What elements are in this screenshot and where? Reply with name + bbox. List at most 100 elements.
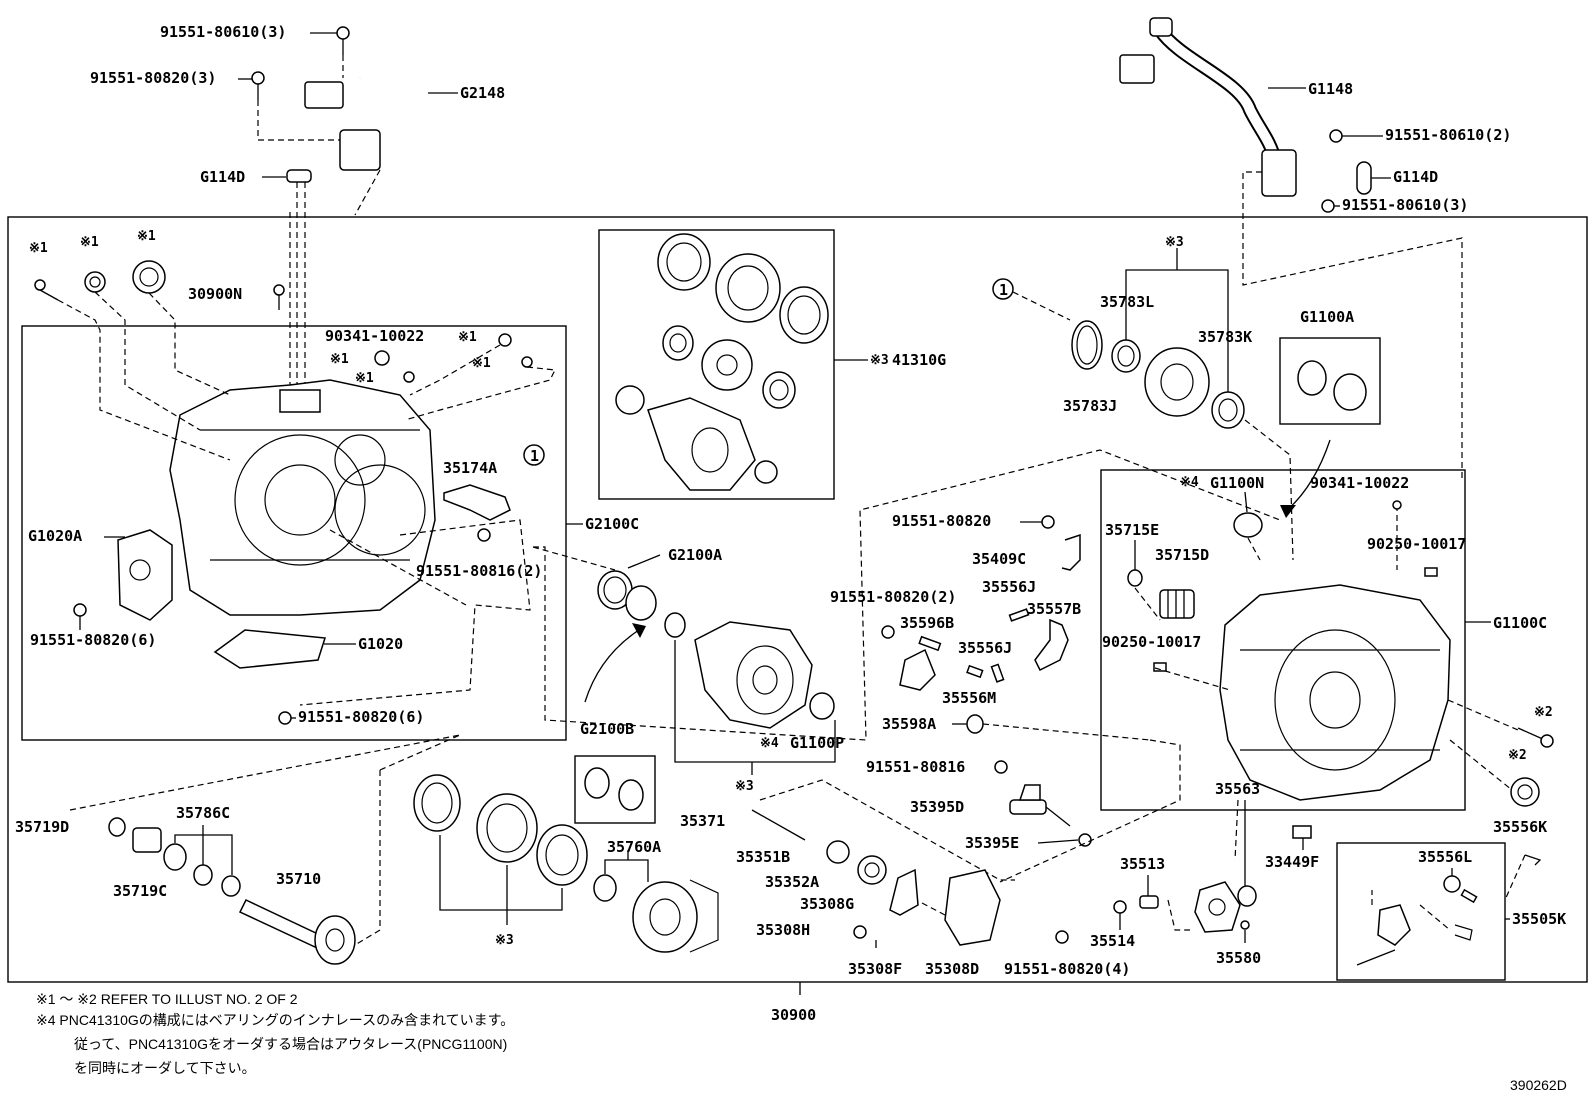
note-mark-2a: ※2 (1534, 705, 1553, 720)
label-30900: 30900 (771, 1006, 816, 1024)
solenoid-35580 (1194, 881, 1250, 933)
ref-circle-label: 1 (530, 447, 539, 465)
label-g2100a: G2100A (668, 546, 722, 564)
ref-circle-icon (992, 278, 1014, 300)
label-91551-80820-a: 91551-80820 (892, 512, 991, 530)
label-35710: 35710 (276, 870, 321, 888)
ref-circle-icon (523, 444, 545, 466)
transaxle-case-g2100c (169, 379, 436, 616)
oil-pump-cover-g1020a (117, 529, 173, 621)
label-35556m: 35556M (942, 689, 996, 707)
label-90341-10022-right: 90341-10022 (1310, 474, 1409, 492)
main-assembly-frame (7, 216, 1588, 983)
connector-clip-icon (1292, 825, 1312, 839)
differential-kit-41310g (615, 233, 829, 491)
shift-lever-35395d (1009, 784, 1071, 827)
bolt-icon (34, 260, 533, 383)
pinion-shaft-35715d (1159, 589, 1195, 619)
label-35351b: 35351B (736, 848, 790, 866)
label-35557b: 35557B (1027, 600, 1081, 618)
differential-kit-frame (598, 229, 835, 500)
label-g114d-right: G114D (1393, 168, 1438, 186)
wire-harness-g1148 (1119, 17, 1297, 197)
note-line-4: を同時にオーダして下さい。 (74, 1060, 256, 1076)
label-35556j-b: 35556J (958, 639, 1012, 657)
label-g2100c: G2100C (585, 515, 639, 533)
drive-gear-icon (1144, 347, 1210, 417)
note-mark-1f: ※1 (472, 356, 491, 371)
label-35715e: 35715E (1105, 521, 1159, 539)
label-g1100p: G1100P (790, 734, 844, 752)
label-g1020: G1020 (358, 635, 403, 653)
label-91551-80820-2: 91551-80820(2) (830, 588, 956, 606)
label-91551-80820-6b: 91551-80820(6) (298, 708, 424, 726)
label-35760a: 35760A (607, 838, 661, 856)
note-mark-1g: ※1 (355, 371, 374, 386)
note-mark-1d: ※1 (458, 330, 477, 345)
gear-icon (826, 840, 850, 864)
label-g114d-left: G114D (200, 168, 245, 186)
note-mark-3b: ※3 (735, 779, 754, 794)
label-35308g: 35308G (800, 895, 854, 913)
label-35715d: 35715D (1155, 546, 1209, 564)
label-g1148: G1148 (1308, 80, 1353, 98)
label-35783j: 35783J (1063, 397, 1117, 415)
note-line-2: ※4 PNC41310Gの構成にはベアリングのインナレースのみ含まれています。 (36, 1012, 514, 1028)
bearing-race-g1100n (1233, 512, 1263, 538)
label-35563: 35563 (1215, 780, 1260, 798)
connector-clip-icon (1356, 161, 1372, 195)
ref-circle-label-2: 1 (999, 281, 1008, 299)
gear-icon (857, 855, 887, 885)
differential-carrier-35760a (632, 879, 719, 953)
label-35783l: 35783L (1100, 293, 1154, 311)
bolt-icon (1517, 727, 1554, 748)
bolt-icon (251, 26, 350, 100)
label-35174a: 35174A (443, 459, 497, 477)
label-35719c: 35719C (113, 882, 167, 900)
label-35371: 35371 (680, 812, 725, 830)
note-mark-4b: ※4 (1180, 475, 1199, 490)
label-35556k: 35556K (1493, 818, 1547, 836)
label-g1100c: G1100C (1493, 614, 1547, 632)
label-35352a: 35352A (765, 873, 819, 891)
label-91551-80820-3: 91551-80820(3) (90, 69, 216, 87)
note-mark-3c: ※3 (1165, 235, 1184, 250)
differential-case-icon (694, 621, 813, 729)
label-35395d: 35395D (910, 798, 964, 816)
label-35783k: 35783K (1198, 328, 1252, 346)
label-g1100a: G1100A (1300, 308, 1354, 326)
label-35409c: 35409C (972, 550, 1026, 568)
bearing-race-icon (625, 585, 657, 621)
detent-spring-icon (1356, 904, 1473, 966)
shift-kit-frame (1336, 842, 1506, 981)
bearing-icon (476, 793, 538, 863)
cover-plate-35174a (443, 484, 511, 542)
label-91551-80816-2: 91551-80816(2) (416, 562, 542, 580)
gear-icon (132, 827, 162, 853)
note-line-3: 従って、PNC41310Gをオーダする場合はアウタレース(PNCG1100N) (74, 1036, 507, 1052)
case-group-frame (21, 325, 567, 741)
note-mark-1a: ※1 (29, 241, 48, 256)
label-g2148: G2148 (460, 84, 505, 102)
label-35513: 35513 (1120, 855, 1165, 873)
label-33449f: 33449F (1265, 853, 1319, 871)
diagram-id: 390262D (1510, 1077, 1567, 1093)
label-91551-80820-6a: 91551-80820(6) (30, 631, 156, 649)
label-35786c: 35786C (176, 804, 230, 822)
label-35505k: 35505K (1512, 910, 1566, 928)
note-mark-3d: ※3 (495, 933, 514, 948)
label-90250-10017a: 90250-10017 (1367, 535, 1466, 553)
note-mark-3a: ※3 (870, 353, 889, 368)
connector-clip-icon (286, 169, 312, 183)
parking-bracket-35308d (944, 869, 1001, 946)
label-35719d: 35719D (15, 818, 69, 836)
label-g1020a: G1020A (28, 527, 82, 545)
label-35556j-a: 35556J (982, 578, 1036, 596)
label-35308f: 35308F (848, 960, 902, 978)
label-g1100n: G1100N (1210, 474, 1264, 492)
label-35514: 35514 (1090, 932, 1135, 950)
label-g2100b: G2100B (580, 720, 634, 738)
note-mark-1e: ※1 (330, 352, 349, 367)
label-91551-80610-3-top: 91551-80610(3) (160, 23, 286, 41)
note-mark-1b: ※1 (80, 235, 99, 250)
